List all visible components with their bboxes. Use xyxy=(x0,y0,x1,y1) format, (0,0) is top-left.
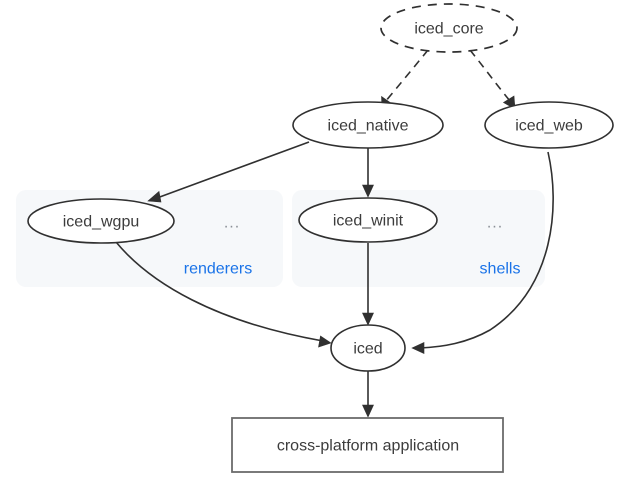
edge-iced-to-app xyxy=(362,371,374,418)
node-iced-wgpu-label: iced_wgpu xyxy=(63,214,140,231)
node-iced-shape[interactable] xyxy=(330,324,406,372)
arrowhead-iced-wgpu xyxy=(147,190,162,203)
arrowhead-iced-from-winit xyxy=(362,312,374,326)
node-iced-web-label: iced_web xyxy=(515,118,583,135)
node-iced-winit-shape[interactable] xyxy=(298,197,438,243)
node-iced-native-label: iced_native xyxy=(328,118,409,135)
edge-iced-core-to-iced-web xyxy=(469,49,516,110)
node-iced-winit-label: iced_winit xyxy=(333,213,404,230)
node-cross-platform-application[interactable]: cross-platform application xyxy=(231,417,504,473)
edge-iced-wgpu-to-iced xyxy=(115,241,332,348)
node-iced-core-shape[interactable] xyxy=(380,3,518,53)
arrowhead-iced-from-web xyxy=(411,342,425,354)
edge-iced-web-to-iced xyxy=(411,151,554,354)
node-app-label: cross-platform application xyxy=(277,438,459,455)
node-iced-web-shape[interactable] xyxy=(484,101,614,149)
node-iced-core[interactable]: iced_core xyxy=(380,3,518,53)
node-iced-label: iced xyxy=(353,341,382,358)
cluster-shells-ellipsis: ... xyxy=(487,215,503,232)
node-app-shape[interactable] xyxy=(231,417,504,473)
arrowhead-iced-from-wgpu xyxy=(318,335,332,348)
cluster-renderers-ellipsis: ... xyxy=(224,215,240,232)
arrowhead-iced-winit xyxy=(362,184,374,198)
edge-iced-winit-to-iced xyxy=(362,243,374,326)
node-iced-wgpu-shape[interactable] xyxy=(27,198,175,244)
cluster-renderers-label: renderers xyxy=(184,261,252,278)
node-iced-native-shape[interactable] xyxy=(292,101,444,149)
node-iced-native[interactable]: iced_native xyxy=(292,101,444,149)
node-iced-wgpu[interactable]: iced_wgpu xyxy=(27,198,175,244)
edge-iced-core-to-iced-native xyxy=(381,49,429,111)
cluster-shells-label: shells xyxy=(480,261,521,278)
edge-iced-native-to-iced-wgpu xyxy=(147,141,310,203)
node-iced-core-label: iced_core xyxy=(414,21,483,38)
edge-iced-native-to-iced-winit xyxy=(362,147,374,198)
arrowhead-app xyxy=(362,404,374,418)
node-iced-winit[interactable]: iced_winit xyxy=(298,197,438,243)
node-iced-web[interactable]: iced_web xyxy=(484,101,614,149)
node-iced[interactable]: iced xyxy=(330,324,406,372)
